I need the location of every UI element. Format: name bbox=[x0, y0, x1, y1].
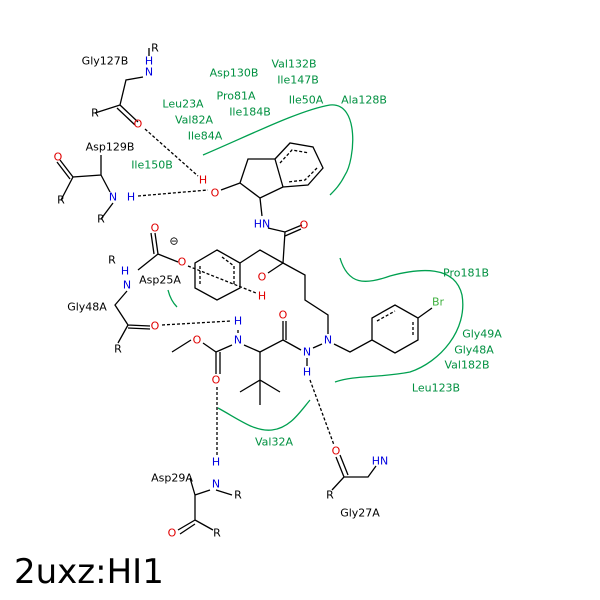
svg-text:N: N bbox=[212, 478, 220, 491]
svg-text:Asp130B: Asp130B bbox=[210, 67, 259, 80]
svg-text:O: O bbox=[279, 309, 288, 322]
residue-gly48a: Gly48A bbox=[67, 301, 107, 314]
svg-text:R: R bbox=[234, 489, 242, 502]
svg-text:Ile184B: Ile184B bbox=[229, 106, 271, 119]
svg-text:⊖: ⊖ bbox=[169, 235, 178, 248]
svg-text:R: R bbox=[97, 213, 105, 226]
svg-text:H: H bbox=[199, 174, 207, 187]
svg-text:O: O bbox=[134, 118, 143, 131]
svg-text:R: R bbox=[91, 107, 99, 120]
svg-text:O: O bbox=[151, 222, 160, 235]
svg-text:O: O bbox=[332, 445, 341, 458]
svg-text:Gly49A: Gly49A bbox=[462, 328, 502, 341]
atom-labels: R H N R O O R N H R H O HN O O ⊖ O R H N… bbox=[54, 42, 445, 540]
hydrophobic-arc-right bbox=[334, 257, 464, 383]
svg-text:Val132B: Val132B bbox=[271, 58, 316, 71]
residue-asp129b: Asp129B bbox=[86, 141, 135, 154]
svg-text:H: H bbox=[127, 191, 135, 204]
bonds bbox=[56, 48, 433, 535]
svg-text:O: O bbox=[54, 151, 63, 164]
residue-asp29a: Asp29A bbox=[151, 472, 193, 485]
svg-text:N: N bbox=[303, 346, 311, 359]
hbond-residue-labels: Gly127B Asp129B Asp25A Gly48A Asp29A Gly… bbox=[67, 55, 380, 520]
svg-text:H: H bbox=[234, 315, 242, 328]
svg-text:N: N bbox=[109, 191, 117, 204]
svg-text:Ile150B: Ile150B bbox=[131, 159, 173, 172]
svg-text:R: R bbox=[114, 343, 122, 356]
svg-text:R: R bbox=[326, 489, 334, 502]
svg-text:Gly48A: Gly48A bbox=[454, 344, 494, 357]
svg-text:HN: HN bbox=[254, 218, 271, 231]
svg-text:HN: HN bbox=[372, 455, 389, 468]
svg-text:H: H bbox=[212, 456, 220, 469]
residue-gly27a: Gly27A bbox=[340, 507, 380, 520]
svg-text:O: O bbox=[258, 271, 267, 284]
hydrophobic-arc-top bbox=[202, 104, 354, 196]
svg-text:Val32A: Val32A bbox=[255, 436, 293, 449]
contact-residue-labels: Asp130B Val132B Ile147B Pro81A Leu23A Il… bbox=[131, 58, 502, 449]
svg-text:Pro81A: Pro81A bbox=[217, 90, 256, 103]
svg-text:H: H bbox=[258, 290, 266, 303]
svg-text:O: O bbox=[168, 527, 177, 540]
svg-text:Leu123B: Leu123B bbox=[412, 382, 460, 395]
hydrophobic-arc-bottom bbox=[217, 399, 311, 431]
svg-text:N: N bbox=[145, 66, 153, 79]
svg-text:H: H bbox=[303, 366, 311, 379]
residue-gly127b: Gly127B bbox=[82, 55, 129, 68]
residue-asp25a: Asp25A bbox=[139, 274, 181, 287]
svg-text:O: O bbox=[178, 256, 187, 269]
hydrophobic-arc-small bbox=[167, 289, 178, 308]
svg-text:Br: Br bbox=[432, 296, 445, 309]
svg-text:R: R bbox=[213, 527, 221, 540]
svg-text:Ile147B: Ile147B bbox=[277, 74, 319, 87]
svg-text:H: H bbox=[121, 265, 129, 278]
svg-text:Pro181B: Pro181B bbox=[443, 267, 489, 280]
svg-text:H: H bbox=[145, 55, 153, 68]
hydrogen-bonds bbox=[137, 128, 335, 455]
svg-text:R: R bbox=[151, 42, 159, 55]
svg-text:N: N bbox=[234, 334, 242, 347]
svg-text:R: R bbox=[108, 254, 116, 267]
svg-text:O: O bbox=[300, 219, 309, 232]
svg-text:N: N bbox=[324, 334, 332, 347]
svg-text:O: O bbox=[212, 374, 221, 387]
svg-text:N: N bbox=[123, 279, 131, 292]
svg-text:Val182B: Val182B bbox=[444, 359, 489, 372]
svg-text:R: R bbox=[57, 194, 65, 207]
svg-text:O: O bbox=[193, 334, 202, 347]
svg-text:Ile50A: Ile50A bbox=[289, 94, 324, 107]
svg-text:Ala128B: Ala128B bbox=[341, 94, 387, 107]
svg-text:Val82A: Val82A bbox=[175, 114, 213, 127]
svg-text:Leu23A: Leu23A bbox=[162, 98, 204, 111]
svg-text:Ile84A: Ile84A bbox=[188, 130, 223, 143]
svg-text:O: O bbox=[211, 187, 220, 200]
svg-text:O: O bbox=[151, 320, 160, 333]
diagram-title: 2uxz:HI1 bbox=[14, 552, 164, 592]
